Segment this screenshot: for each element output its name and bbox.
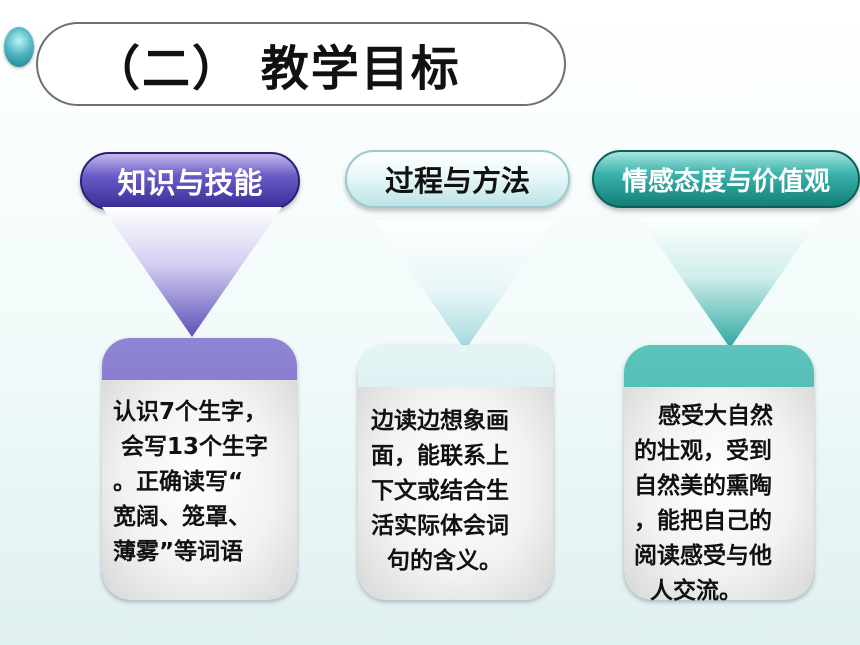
category-process-methods: 过程与方法 <box>345 150 570 208</box>
card-text-process: 边读边想象画 面，能联系上 下文或结合生 活实际体会词 句的含义。 <box>371 408 509 574</box>
category-label: 情感态度与价值观 <box>621 166 830 197</box>
bullet-dot-icon <box>4 27 34 67</box>
content-card-process <box>358 345 553 600</box>
category-knowledge-skills: 知识与技能 <box>80 152 300 210</box>
funnel-arrow-icon <box>102 207 282 337</box>
content-card-attitudes <box>624 345 814 600</box>
content-card-knowledge <box>102 338 297 600</box>
category-label: 过程与方法 <box>384 164 530 198</box>
page-title: （二） 教学目标 <box>92 41 461 97</box>
funnel-arrow-icon <box>640 218 820 348</box>
category-label: 知识与技能 <box>117 166 263 200</box>
card-text-attitudes: 感受大自然 的壮观，受到 自然美的熏陶 ，能把自己的 阅读感受与他 人交流。 <box>634 403 774 604</box>
card-text-knowledge: 认识7个生字， 会写13个生字 。正确读写“ 宽阔、笼罩、 薄雾”等词语 <box>113 399 269 565</box>
title-frame <box>36 22 566 106</box>
category-attitudes-values: 情感态度与价值观 <box>592 150 860 208</box>
funnel-arrow-icon <box>375 220 555 350</box>
